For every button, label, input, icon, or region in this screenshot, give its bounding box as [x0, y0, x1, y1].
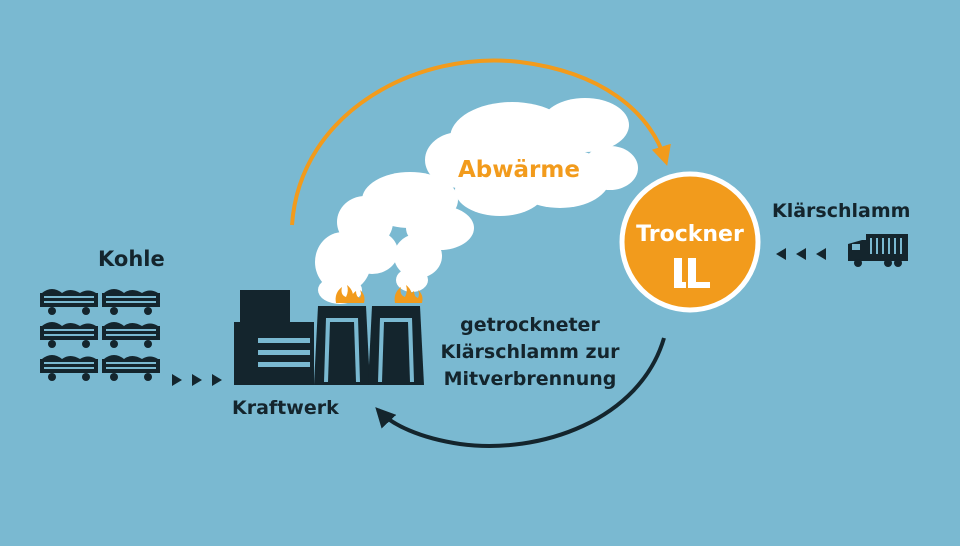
truck-icon	[848, 234, 908, 267]
dryer-icon	[619, 171, 761, 313]
dried-sludge-line: Mitverbrennung	[443, 368, 617, 390]
smoke-cloud-icon	[315, 98, 638, 304]
return-arrow	[375, 337, 666, 448]
flame-icons	[335, 285, 423, 303]
dried-sludge-line: Klärschlamm zur	[440, 341, 620, 363]
waste-heat-arrow	[290, 58, 671, 226]
power-plant-icon	[234, 290, 424, 385]
dried-sludge-label: getrockneter Klärschlamm zur Mitverbrenn…	[432, 312, 628, 393]
sewage-sludge-label: Klärschlamm	[772, 200, 911, 222]
waste-heat-label: Abwärme	[458, 157, 580, 183]
power-plant-label: Kraftwerk	[232, 397, 339, 419]
dried-sludge-line: getrockneter	[460, 314, 600, 336]
LL-logo-icon	[674, 258, 710, 288]
coal-wagon-icon	[40, 289, 160, 381]
dryer-label: Trockner	[636, 222, 744, 247]
coal-label: Kohle	[98, 247, 165, 271]
coal-to-plant-arrows	[172, 374, 222, 386]
truck-to-dryer-arrows	[776, 248, 826, 260]
